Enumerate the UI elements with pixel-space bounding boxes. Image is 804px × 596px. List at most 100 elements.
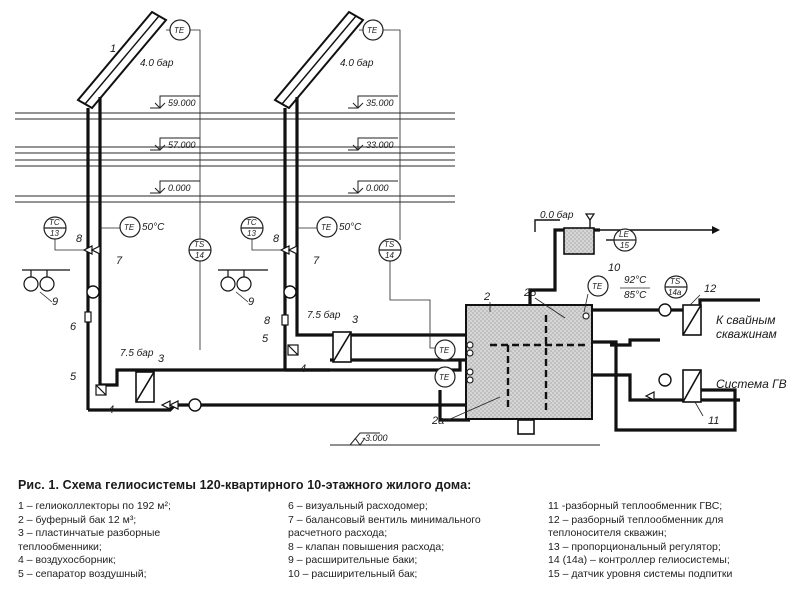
label-5-right: 5 (262, 333, 269, 345)
label-10: 10 (608, 262, 621, 274)
pump-icon (86, 285, 100, 299)
legend-column-2: 6 – визуальный расходомер; 7 – балансовы… (288, 500, 548, 582)
leader-2a (447, 396, 501, 421)
ts-number: 14 (385, 251, 394, 260)
air-separator-right (287, 344, 299, 356)
temp-85: 85°C (624, 290, 647, 301)
wells-label-line1: К свайным (716, 313, 775, 327)
pressure-right-loop: 7.5 бар (307, 309, 341, 321)
legend-item: 12 – разборный теплообменник для (548, 513, 724, 526)
label-9-right: 9 (248, 296, 254, 308)
buffer-tank (465, 304, 593, 435)
legend-item: 5 – сепаратор воздушный; (18, 567, 147, 580)
arrow-right (712, 226, 720, 234)
pump-icon (188, 398, 202, 412)
label-3-right: 3 (352, 314, 359, 326)
le-label: LE (619, 230, 629, 239)
temperature-sensor-outlet (587, 275, 609, 297)
level-0-right: 0.000 (366, 183, 389, 193)
te-label: TE (439, 346, 450, 355)
heat-exchanger-11 (682, 369, 702, 403)
level-minus-3: -3.000 (362, 433, 388, 443)
te-label: TE (321, 223, 332, 232)
pump-icon (658, 373, 672, 387)
label-7-right: 7 (313, 255, 320, 267)
valve-icon (90, 245, 101, 255)
label-6: 6 (70, 321, 77, 333)
label-5-left: 5 (70, 371, 77, 383)
ts-number: 14 (195, 251, 204, 260)
legend-column-1: 1 – гелиоколлекторы по 192 м²; 2 – буфер… (18, 500, 288, 582)
flow-meter-right (281, 314, 289, 326)
te-label: TE (592, 282, 603, 291)
legend-item: теплообменники; (18, 540, 102, 553)
te-label: TE (124, 223, 135, 232)
temp-left-50: 50°C (142, 222, 165, 233)
valve-icon (168, 400, 179, 410)
flow-meter-left (84, 311, 92, 323)
label-8-right: 8 (264, 315, 271, 327)
legend-item: 14 (14а) – контроллер гелиосистемы; (548, 554, 730, 567)
pressure-left-collector: 4.0 бар (140, 57, 174, 69)
legend-item: 13 – пропорциональный регулятор; (548, 540, 721, 553)
te-label: TE (439, 373, 450, 382)
label-4-left: 4 (108, 404, 114, 416)
legend-item: 8 – клапан повышения расхода; (288, 540, 445, 553)
label-7-left: 7 (116, 255, 123, 267)
temperature-sensor-right-riser (316, 216, 338, 238)
legend-item: 7 – балансовый вентиль минимального (288, 513, 481, 526)
floor-slabs (15, 112, 455, 203)
label-3-left: 3 (158, 353, 165, 365)
valve-icon (644, 391, 655, 401)
legend-item: 6 – визуальный расходомер; (288, 500, 428, 512)
temperature-sensor-tank-bottom (434, 366, 456, 388)
legend: 1 – гелиоколлекторы по 192 м²; 2 – буфер… (18, 500, 798, 582)
valves (82, 213, 655, 410)
label-1: 1 (110, 43, 116, 55)
legend-item: 10 – расширительный бак; (288, 567, 418, 580)
heat-exchanger-right (332, 331, 352, 363)
heat-exchanger-12 (682, 304, 702, 336)
label-8-left: 8 (76, 233, 83, 245)
le-number: 15 (620, 241, 629, 250)
level-marks (150, 95, 600, 446)
te-label: TE (367, 26, 378, 35)
legend-item: 4 – воздухосборник; (18, 554, 116, 567)
legend-item: 11 -разборный теплообменник ГВС; (548, 500, 723, 512)
legend-item: расчетного расхода; (288, 527, 388, 540)
level-0-left: 0.000 (168, 183, 191, 193)
tc-number: 13 (50, 229, 59, 238)
pressure-makeup: 0.0 бар (540, 209, 574, 221)
pressure-right-collector: 4.0 бар (340, 57, 374, 69)
solar-collector-right (273, 10, 365, 110)
solar-system-diagram: 59.000 57.000 0.000 35.000 33.000 0.000 … (15, 10, 787, 446)
level-59: 59.000 (168, 98, 196, 108)
label-4-right: 4 (300, 363, 306, 375)
level-33: 33.000 (366, 140, 394, 150)
temperature-sensor-tank-top (434, 339, 456, 361)
solar-collector-left (76, 10, 168, 110)
label-2a: 2а (431, 415, 444, 427)
ts-label: TS (194, 240, 205, 249)
temp-right-50: 50°C (339, 222, 362, 233)
label-11: 11 (708, 415, 719, 427)
legend-item: 2 – буферный бак 12 м³; (18, 513, 137, 526)
temp-92: 92°C (624, 275, 647, 286)
ts-label: TS (670, 277, 681, 286)
level-57: 57.000 (168, 140, 196, 150)
pressure-left-loop: 7.5 бар (120, 347, 154, 359)
te-label: TE (174, 26, 185, 35)
pump-icon (658, 303, 672, 317)
valve-icon (287, 245, 298, 255)
legend-item: 3 – пластинчатые разборные (18, 527, 161, 540)
label-9-left: 9 (52, 296, 58, 308)
legend-item: теплоносителя скважин; (548, 527, 667, 540)
tc-number: 13 (247, 229, 256, 238)
wells-label-line2: скважинам (716, 327, 777, 341)
legend-column-3: 11 -разборный теплообменник ГВС; 12 – ра… (548, 500, 788, 582)
tc-label: TC (246, 218, 257, 227)
expansion-tank-10 (563, 227, 595, 255)
expansion-tanks-right (218, 269, 268, 292)
label-25: 25 (523, 287, 537, 299)
pump-icon (283, 285, 297, 299)
